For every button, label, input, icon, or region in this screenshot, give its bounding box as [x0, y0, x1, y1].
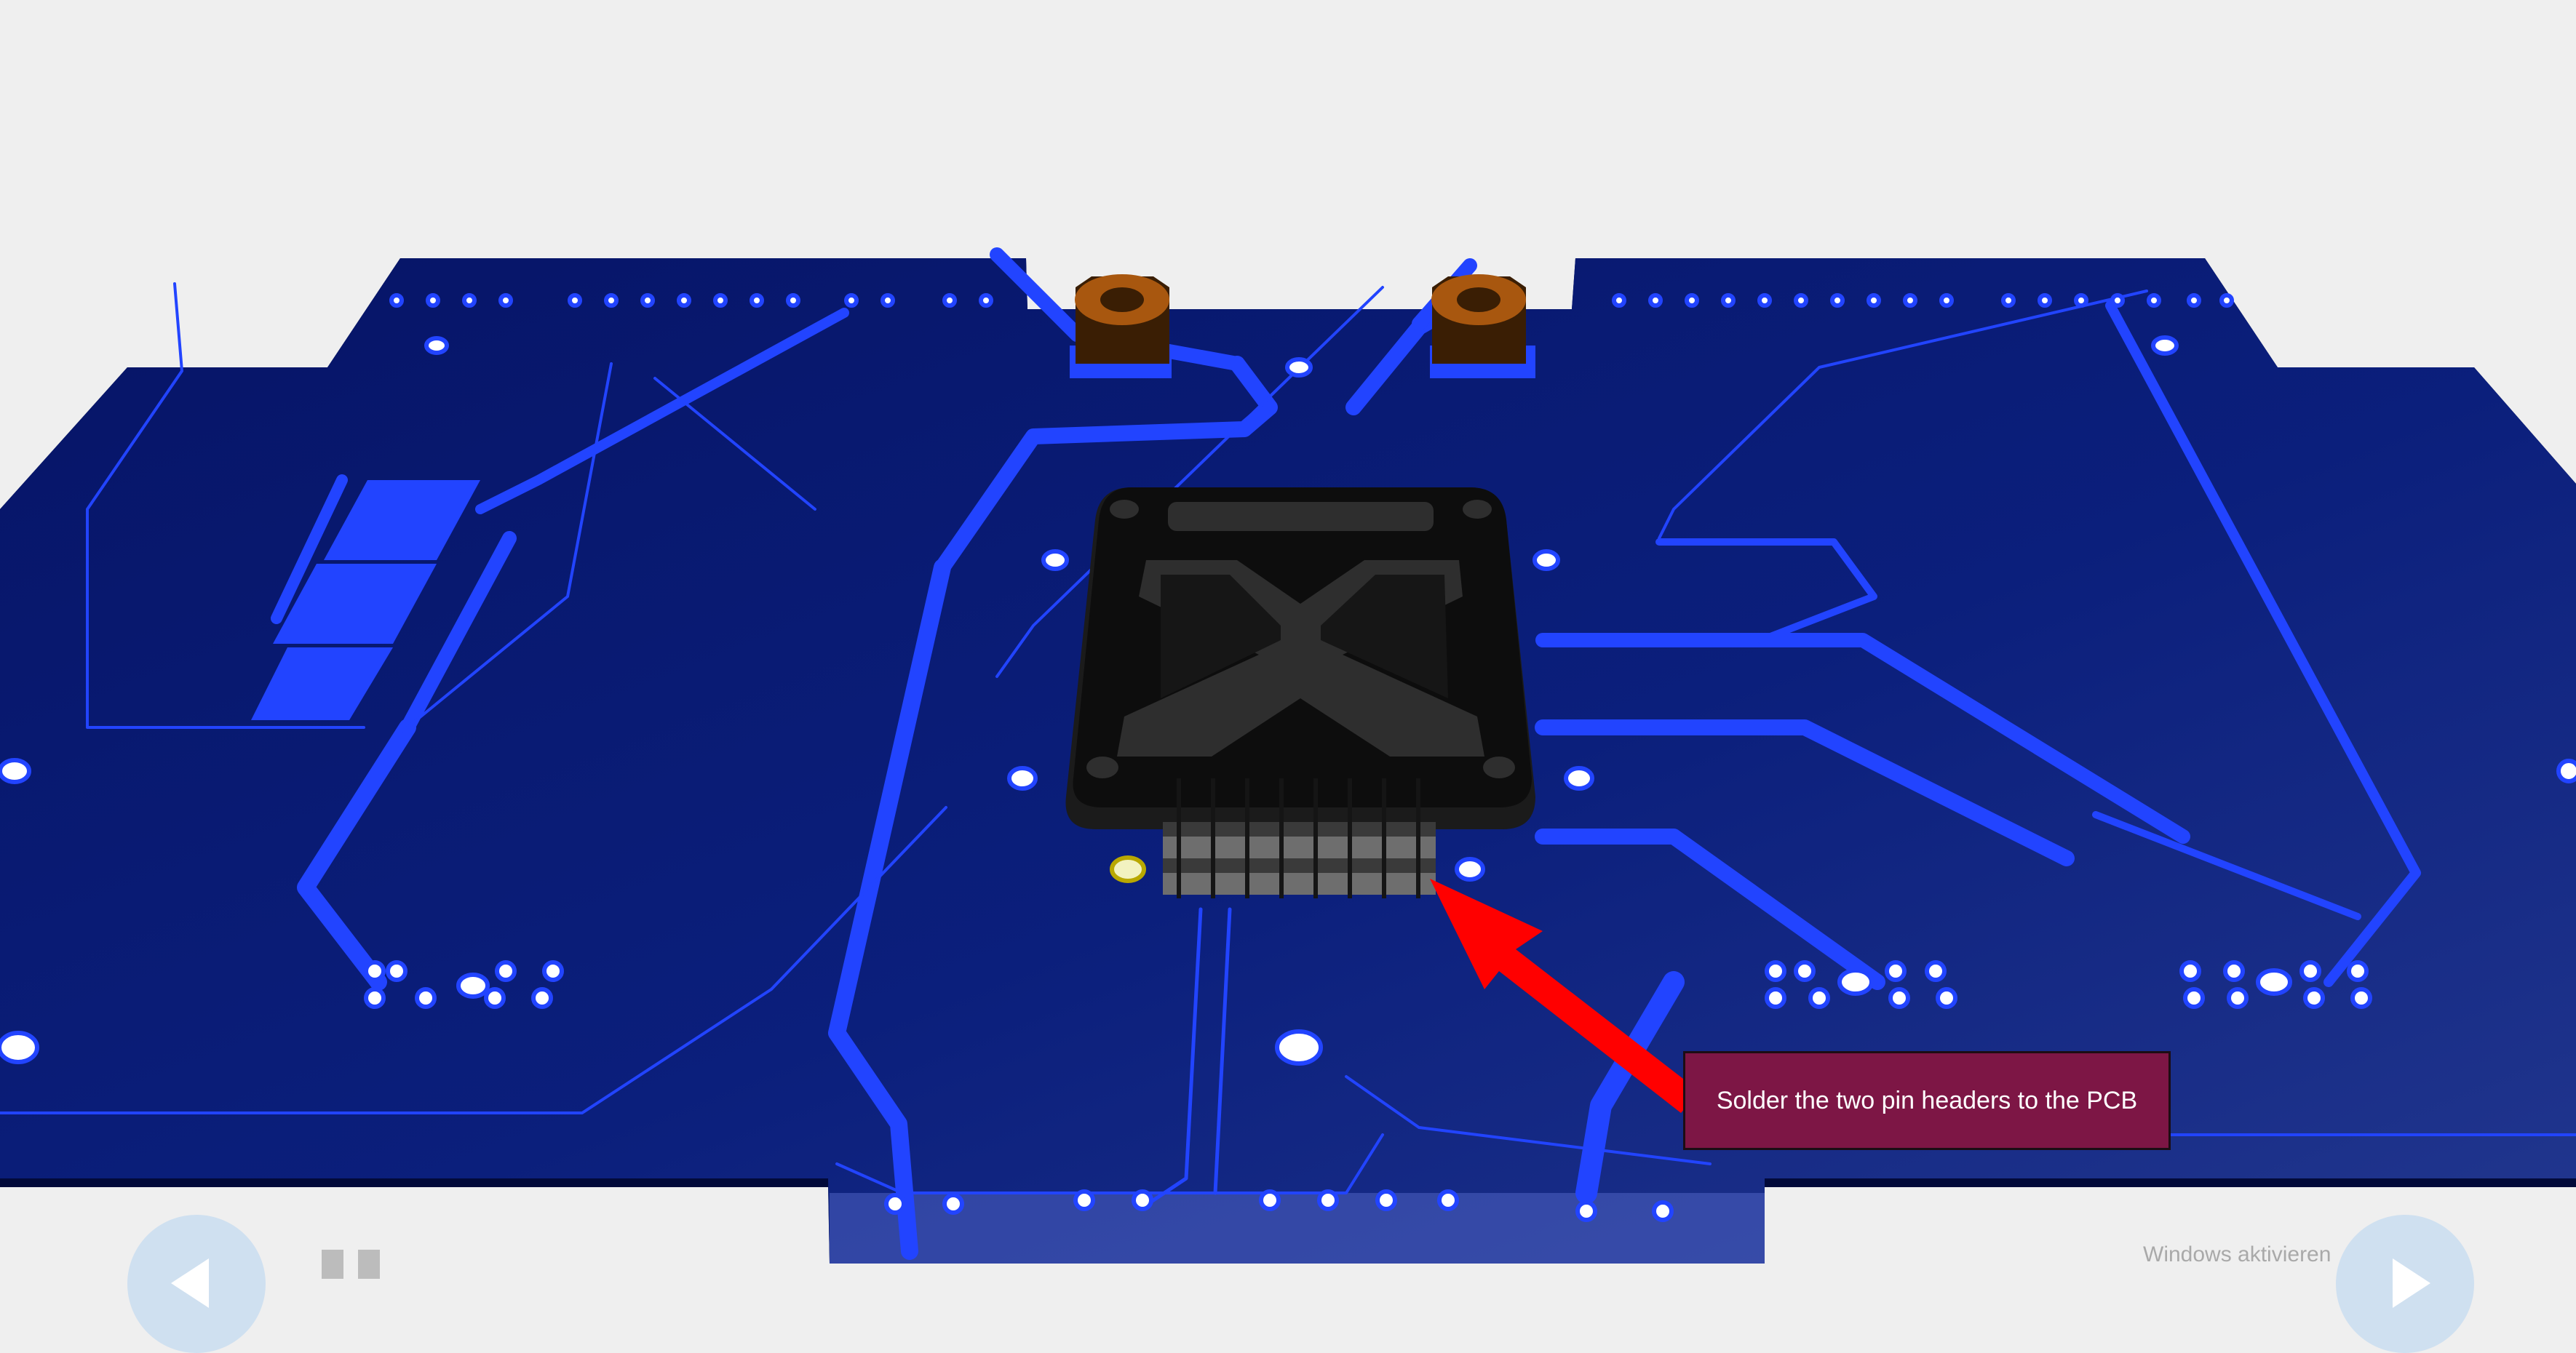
pin-header [1163, 778, 1436, 898]
chevron-left-icon [171, 1258, 209, 1308]
via-clusters [364, 293, 2372, 1222]
next-step-button[interactable] [2336, 1215, 2474, 1353]
3d-viewport[interactable]: Solder the two pin headers to the PCB [0, 0, 2576, 1264]
pcb-3d-scene[interactable] [0, 0, 2576, 1264]
pointer-arrow [1430, 879, 1699, 1113]
reference-hole [1110, 855, 1146, 883]
windows-activation-watermark: Windows aktivieren [2143, 1242, 2331, 1266]
drill-holes [0, 335, 2576, 1066]
chevron-right-icon [2393, 1258, 2430, 1308]
pause-button[interactable] [322, 1250, 381, 1279]
instruction-callout: Solder the two pin headers to the PCB [1683, 1051, 2171, 1150]
mounting-frame [1065, 487, 1535, 829]
standoff-right [1431, 274, 1526, 364]
pause-icon [322, 1250, 343, 1279]
instruction-text: Solder the two pin headers to the PCB [1716, 1086, 2138, 1114]
previous-step-button[interactable] [127, 1215, 266, 1353]
standoff-left [1075, 274, 1169, 364]
